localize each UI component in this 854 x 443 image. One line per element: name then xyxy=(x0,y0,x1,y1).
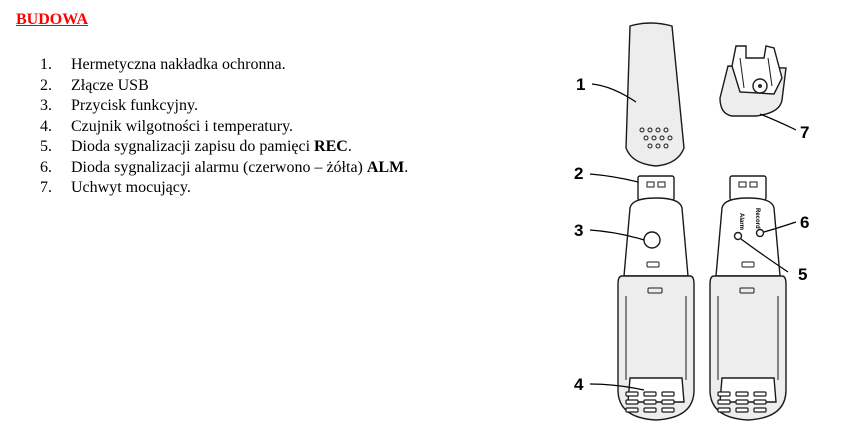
list-item: 6. Dioda sygnalizacji alarmu (czerwono – … xyxy=(40,158,408,179)
list-item-text: Dioda sygnalizacji zapisu do pamięci REC… xyxy=(71,137,352,158)
list-item: 5. Dioda sygnalizacji zapisu do pamięci R… xyxy=(40,137,408,158)
alarm-label: Alarm xyxy=(738,213,744,230)
list-item-number: 3. xyxy=(40,97,52,114)
list-item-text-part: Złącze USB xyxy=(71,76,149,94)
list-item: 7. Uchwyt mocujący. xyxy=(40,178,408,199)
list-item-number: 5. xyxy=(40,138,52,155)
list-item-text: Złącze USB xyxy=(71,76,149,97)
list-item: 4. Czujnik wilgotności i temperatury. xyxy=(40,117,408,138)
list-item-text-part: Dioda sygnalizacji alarmu (czerwono – żó… xyxy=(71,158,367,176)
list-item-text-part: Uchwyt mocujący. xyxy=(71,179,191,196)
list-item-text: Dioda sygnalizacji alarmu (czerwono – żó… xyxy=(71,158,408,179)
list-item-text: Hermetyczna nakładka ochronna. xyxy=(71,55,286,76)
list-item-text: Czujnik wilgotności i temperatury. xyxy=(71,117,293,138)
parts-list: 1. Hermetyczna nakładka ochronna. 2. Złącze… xyxy=(40,55,408,199)
list-item-text-part: Czujnik wilgotności i temperatury. xyxy=(71,117,294,135)
device-illustration: Alarm Record xyxy=(574,22,809,421)
list-item: 2. Złącze USB xyxy=(40,76,408,97)
list-item-text-part: Dioda sygnalizacji zapisu do pamięci xyxy=(71,138,315,155)
logger-back: Alarm Record xyxy=(709,175,787,421)
list-item-text-part: Przycisk funkcyjny. xyxy=(71,97,198,114)
alm-led xyxy=(733,231,743,241)
callout-6: 6 xyxy=(800,213,809,232)
list-item-text-part: . xyxy=(404,158,409,176)
callout-1: 1 xyxy=(576,75,585,94)
list-item-number: 4. xyxy=(40,117,52,135)
callout-4: 4 xyxy=(574,375,584,394)
list-item: 3. Przycisk funkcyjny. xyxy=(40,96,408,117)
list-item-number: 7. xyxy=(40,179,52,196)
list-item-number: 6. xyxy=(40,158,52,176)
mounting-clip xyxy=(719,45,787,117)
callout-5: 5 xyxy=(798,265,807,284)
callout-2: 2 xyxy=(574,164,583,183)
logger-front xyxy=(617,175,695,421)
list-item-text-part: . xyxy=(347,138,352,155)
list-item-text-part: Hermetyczna nakładka ochronna. xyxy=(71,56,286,73)
list-item-bold-text: REC xyxy=(314,138,348,155)
list-item-number: 1. xyxy=(40,56,52,73)
function-button xyxy=(643,231,661,249)
device-diagram: Alarm Record xyxy=(560,18,850,443)
humidity-sensor xyxy=(627,377,685,403)
list-item-text: Przycisk funkcyjny. xyxy=(71,96,198,117)
callout-7: 7 xyxy=(800,123,809,142)
callout-3: 3 xyxy=(574,221,583,240)
protective-cap xyxy=(625,22,685,167)
record-label: Record xyxy=(754,208,760,229)
list-item-text: Uchwyt mocujący. xyxy=(71,178,191,199)
rec-led xyxy=(755,228,765,238)
list-item-number: 2. xyxy=(40,76,52,94)
list-item: 1. Hermetyczna nakładka ochronna. xyxy=(40,55,408,76)
list-item-bold-text: ALM xyxy=(366,158,405,176)
section-heading: BUDOWA xyxy=(16,11,89,28)
